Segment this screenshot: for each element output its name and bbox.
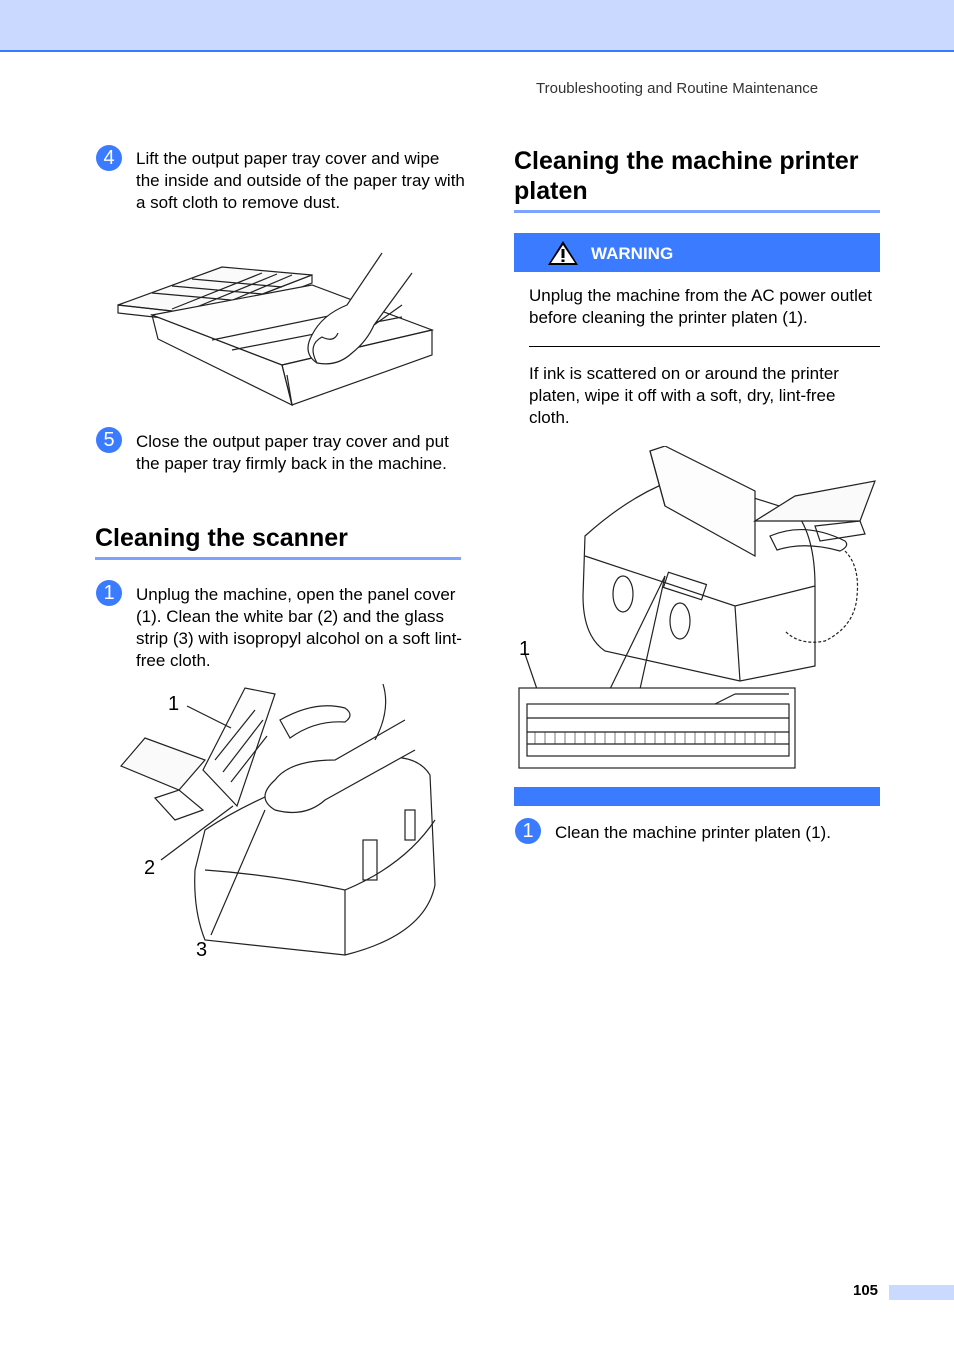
warning-bottom-rule — [529, 346, 880, 347]
section-title-cleaning-platen: Cleaning the machine printer platen — [514, 147, 859, 205]
step-4-badge: 4 — [96, 145, 122, 171]
page-tab-marker — [889, 1285, 954, 1300]
scanner-callout-2: 2 — [144, 857, 156, 879]
platen-step-1-badge: 1 — [515, 818, 541, 844]
warning-label: WARNING — [591, 244, 674, 263]
warning-banner: WARNING — [514, 233, 880, 272]
scanner-step-1-text: Unplug the machine, open the panel cover… — [136, 585, 462, 670]
printer-platen-illustration — [518, 446, 876, 769]
step-5-text: Close the output paper tray cover and pu… — [136, 432, 449, 473]
platen-callout-1: 1 — [519, 638, 531, 660]
scanner-callout-3: 3 — [196, 939, 208, 961]
section-rule — [95, 557, 461, 560]
step-4-text: Lift the output paper tray cover and wip… — [136, 149, 465, 212]
page-number: 105 — [853, 1282, 879, 1299]
procedure-header-strip — [514, 787, 880, 806]
scanner-cleaning-illustration — [120, 683, 436, 956]
scanner-step-1-badge: 1 — [96, 580, 122, 606]
running-header: Troubleshooting and Routine Maintenance — [536, 80, 819, 97]
platen-intro-paragraph: If ink is scattered on or around the pri… — [529, 364, 839, 427]
top-header-band — [0, 0, 954, 52]
warning-triangle-icon — [548, 241, 578, 265]
section-title-cleaning-scanner: Cleaning the scanner — [95, 524, 348, 552]
platen-step-1-text: Clean the machine printer platen (1). — [555, 823, 831, 842]
step-5-badge: 5 — [96, 427, 122, 453]
scanner-callout-1: 1 — [168, 693, 180, 715]
paper-tray-cleaning-illustration — [117, 252, 435, 407]
warning-text: Unplug the machine from the AC power out… — [529, 286, 873, 327]
section-rule — [514, 210, 880, 213]
